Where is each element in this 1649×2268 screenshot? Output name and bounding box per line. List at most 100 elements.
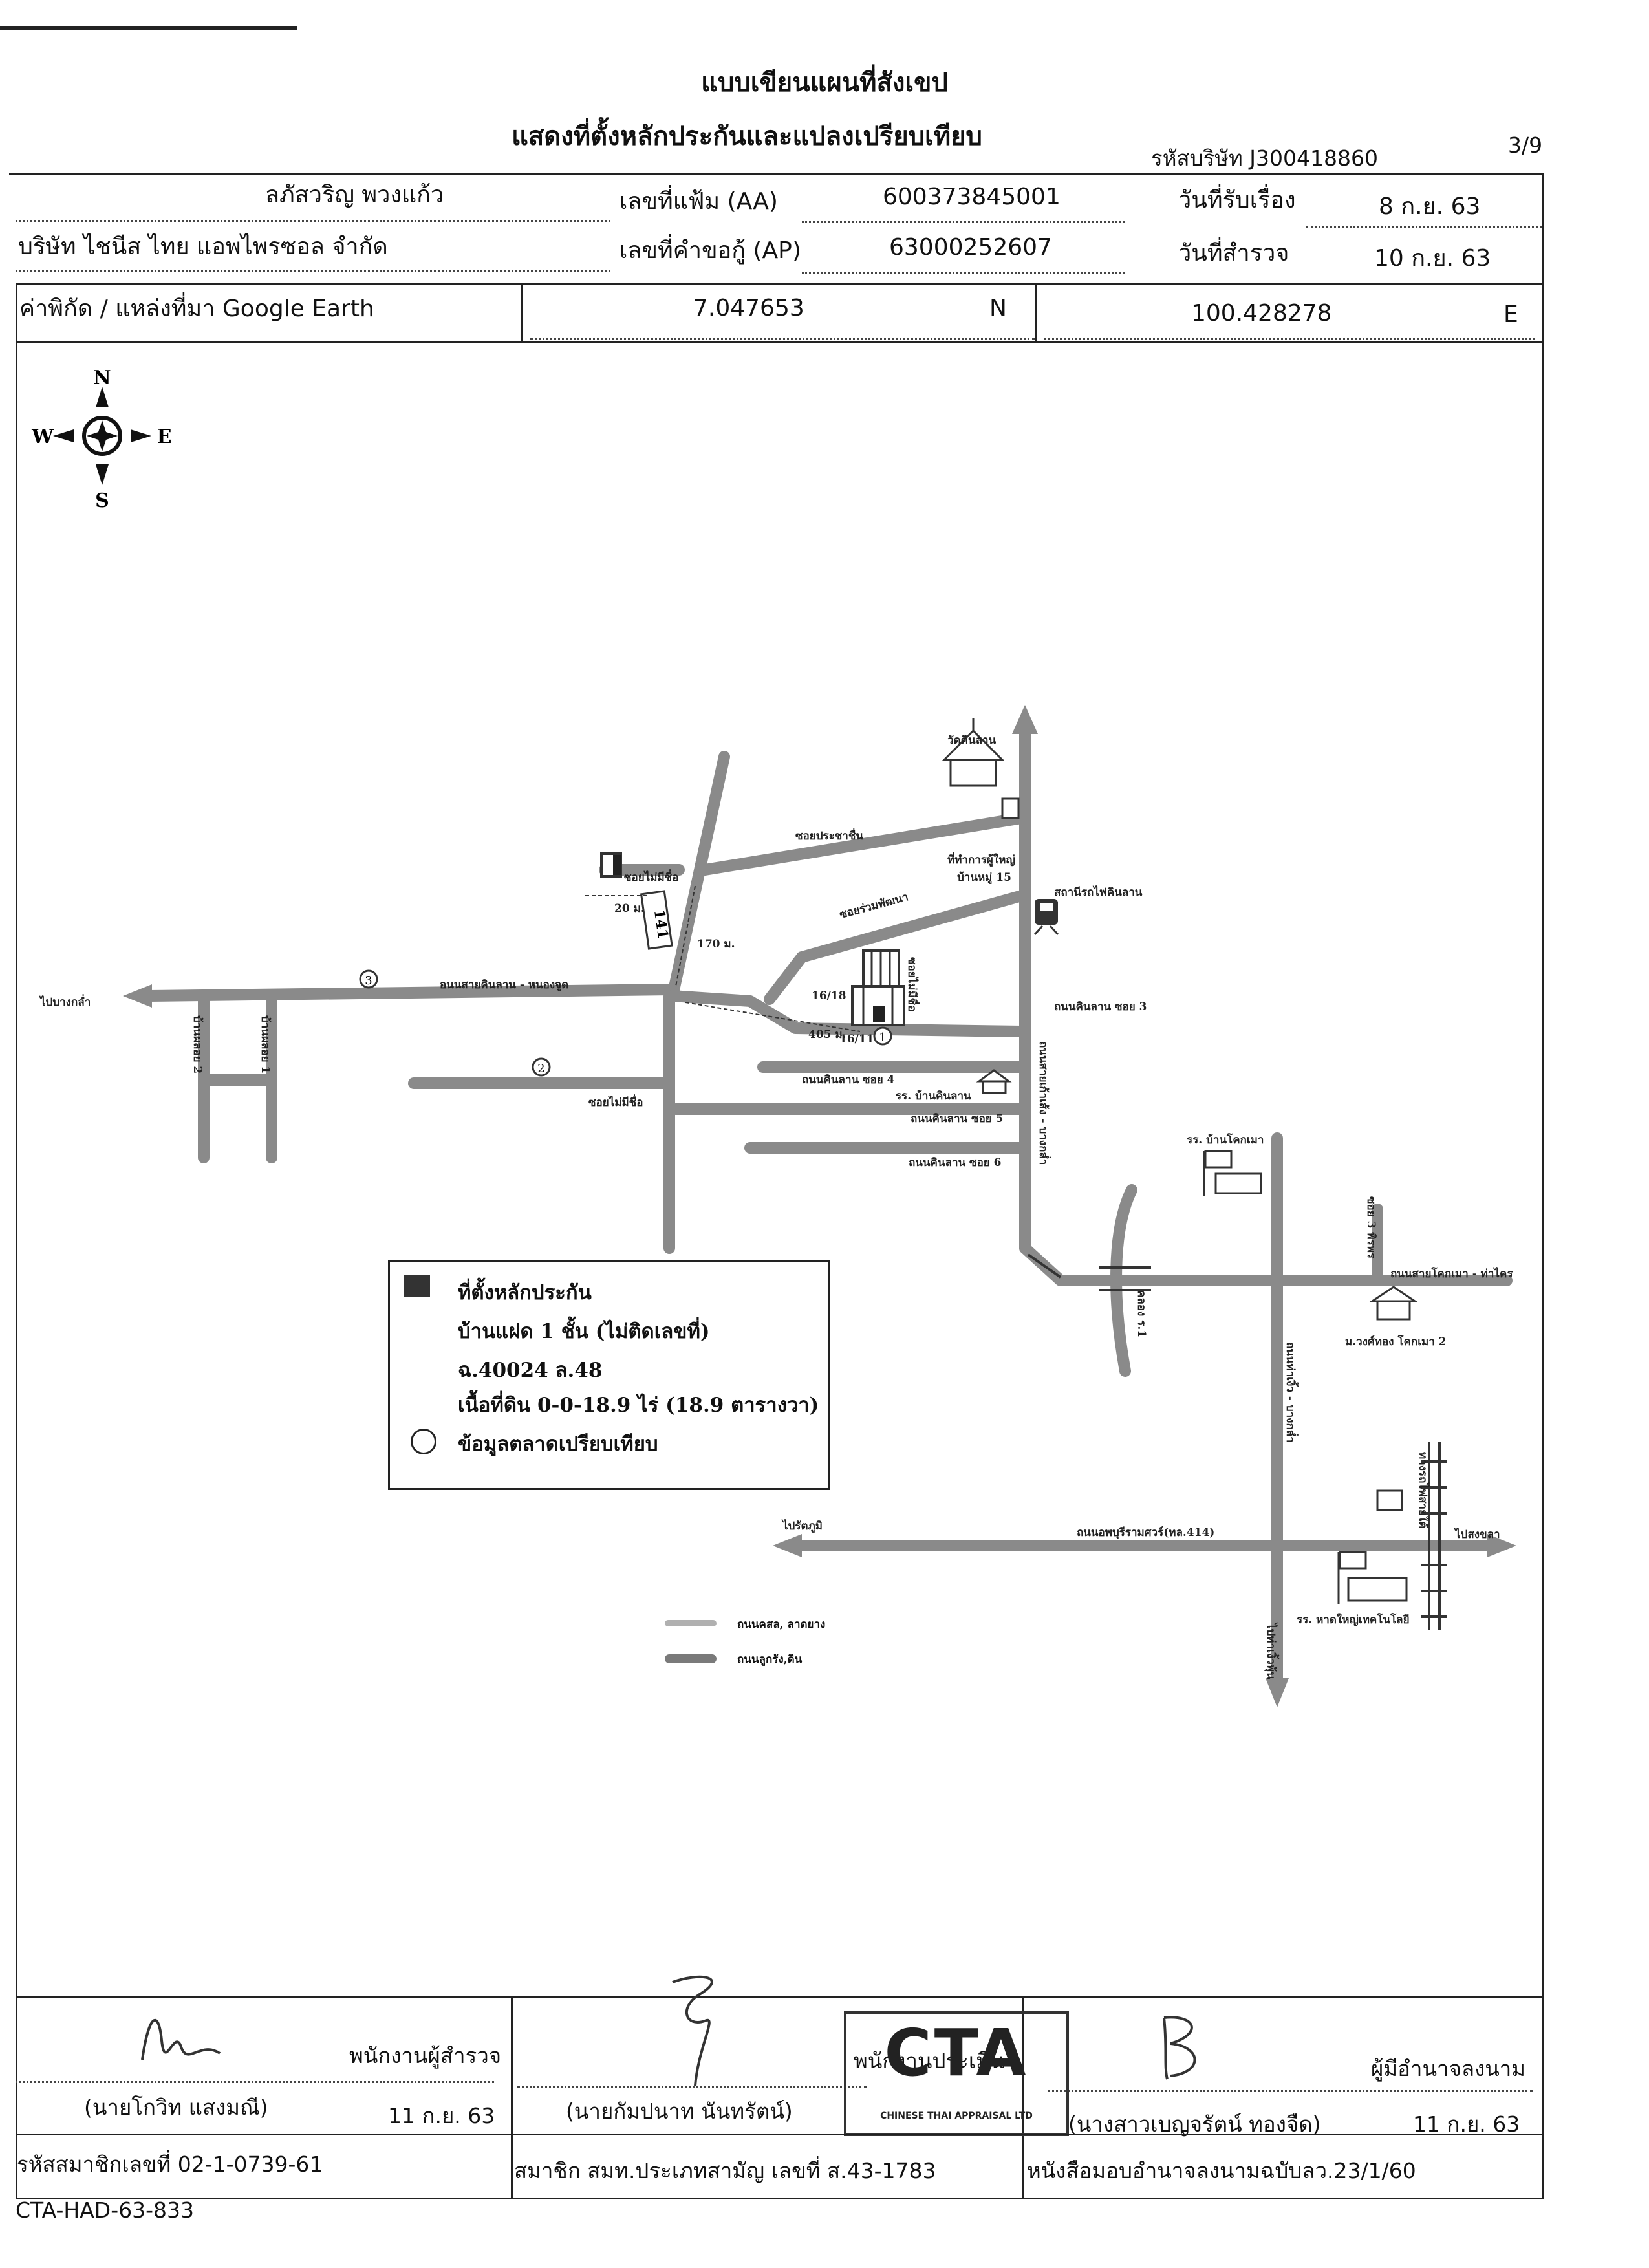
comparison-markers: 1 2 3 — [359, 969, 892, 1077]
arrow-to-bangklam — [123, 984, 152, 1008]
company-underline — [16, 270, 610, 272]
legend-collateral-title: ที่ตั้งหลักประกัน — [458, 1281, 592, 1304]
compass-s: S — [95, 490, 109, 512]
footer-divider-2 — [1022, 1996, 1024, 2198]
label-road-kinlan-soi6: ถนนคินลาน ซอย 6 — [909, 1156, 1002, 1169]
request-no-label: เลขที่คำขอกู้ (AP) — [620, 237, 801, 264]
member-code: รหัสสมาชิกเลขที่ 02-1-0739-61 — [17, 2152, 323, 2177]
comparison-marker-1 — [873, 1026, 892, 1046]
label-soi3-phiraphon: ซอย 3 พิรพร — [1364, 1196, 1377, 1259]
road-khokmamuang — [1019, 1242, 1513, 1286]
page-title-line1: แบบเขียนแผนที่สังเขป — [701, 67, 948, 98]
request-no-value: 63000252607 — [889, 234, 1052, 261]
authorizer-signature — [1163, 2016, 1196, 2080]
compass-w: W — [31, 426, 54, 448]
label-village-office: ที่ทำการผู้ใหญ่ — [947, 852, 1015, 867]
road-to-plot — [667, 990, 1028, 1037]
header-rule — [9, 173, 1544, 175]
railway-track — [1421, 1442, 1447, 1630]
road-kinlan-north — [667, 751, 730, 1002]
road-soi-ruamphatthana — [796, 890, 1028, 963]
comparison-plot-top-fill — [613, 855, 621, 875]
label-soi-2: บ้านผลอย 2 — [191, 1015, 204, 1074]
label-station: สถานีรถไฟคินลาน — [1054, 885, 1143, 899]
surveyor-name: (นายโกวิท แสงมณี) — [84, 2095, 268, 2120]
stamp-logo: CTA — [884, 2015, 1029, 2091]
school-icon-khokmamuang — [1203, 1150, 1262, 1196]
comparison-marker-3 — [359, 969, 378, 989]
lat-underline — [530, 338, 1035, 340]
evaluator-signature — [672, 1975, 713, 2086]
collateral-legend-swatch — [404, 1275, 430, 1297]
label-school-hatyai: รร. หาดใหญ่เทคโนโลยี — [1297, 1613, 1410, 1626]
comparison-marker-2 — [532, 1057, 551, 1077]
label-soi-ruamphatthana: ซอยร่วมพัฒนา — [838, 891, 910, 922]
legend-road-concrete-swatch — [665, 1620, 717, 1626]
coord-divider-1 — [521, 283, 523, 341]
label-road-kaokhao: ถนนสายเก้าเส้ง - บางกล่ำ — [1037, 1041, 1051, 1165]
plot-141 — [640, 890, 673, 950]
railway-crossing-kinlan — [1027, 1253, 1151, 1291]
label-soi-1: บ้านผลอย 1 — [259, 1015, 272, 1074]
label-soi-maimichue-plot: ซอยไม่มีชื่อ — [905, 957, 920, 1011]
arrow-to-songkhla — [1487, 1534, 1516, 1557]
request-no-underline — [802, 272, 1125, 274]
stamp-subtext: CHINESE THAI APPRAISAL LTD — [880, 2111, 1033, 2121]
association-member: สมาชิก สมท.ประเภทสามัญ เลขที่ ส.43-1783 — [514, 2158, 936, 2183]
file-no-value: 600373845001 — [883, 184, 1061, 210]
road-soi-prachachuen — [699, 812, 1028, 876]
label-plot-1611: 16/11 — [839, 1033, 874, 1046]
company-code: รหัสบริษัท J300418860 — [1151, 146, 1378, 171]
road-soi-ruamphatthana-connector — [764, 951, 808, 1005]
company-stamp: CTA CHINESE THAI APPRAISAL LTD — [844, 2011, 1069, 2136]
frame-right — [1542, 173, 1544, 2199]
evaluator-name: (นายกัมปนาท นันทรัตน์) — [566, 2099, 793, 2124]
received-date-label: วันที่รับเรื่อง — [1178, 187, 1296, 213]
label-road-kinlan-soi3: ถนนคินลาน ซอย 3 — [1054, 1000, 1147, 1013]
label-road-414: ถนนอพบุรีรามศวร์(ทล.414) — [1077, 1526, 1214, 1539]
footer-top-rule — [16, 1996, 1544, 1998]
legend-box: ที่ตั้งหลักประกัน บ้านแฝด 1 ชั้น (ไม่ติด… — [388, 1260, 830, 1490]
legend-area: เนื้อที่ดิน 0-0-18.9 ไร่ (18.9 ตารางวา) — [458, 1394, 819, 1417]
label-temple: วัดคินลาน — [947, 734, 997, 747]
coord-source-label: ค่าพิกัด / แหล่งที่มา Google Earth — [19, 296, 374, 322]
comparison-marker-3-label: 3 — [365, 974, 372, 988]
train-icon — [1033, 899, 1059, 936]
label-to-songkhla: ไปสงขลา — [1454, 1528, 1500, 1541]
surveyor-signature — [141, 2018, 221, 2060]
comparison-legend-circle — [411, 1429, 436, 1454]
footer-bottom-rule — [16, 2198, 1544, 2199]
arrow-south — [1266, 1678, 1289, 1707]
surveyor-date: 11 ก.ย. 63 — [388, 2103, 495, 2128]
label-road-kinlan-soi4: ถนนคินลาน ซอย 4 — [802, 1074, 895, 1086]
lon-underline — [1044, 338, 1535, 340]
surveyor-sign-line — [16, 2081, 494, 2083]
label-soi-prachachuen: ซอยประชาชื่น — [795, 828, 863, 843]
label-village-moo15: บ้านหมู่ 15 — [957, 871, 1011, 885]
arrow-north — [1012, 705, 1038, 734]
authorizer-sign-line — [1048, 2090, 1533, 2092]
compass-n: N — [93, 369, 111, 389]
surveyor-role: พนักงานผู้สำรวจ — [349, 2043, 502, 2068]
legend-road-concrete: ถนนคสล, ลาดยาง — [737, 1618, 826, 1631]
file-no-underline — [802, 221, 1125, 223]
label-road-khokmamuang: ถนนสายโคกเมา - ท่าไคร — [1390, 1267, 1513, 1280]
house-icon-wongtong — [1369, 1286, 1418, 1321]
label-village-wongtong: ม.วงศ์ทอง โคกเมา 2 — [1345, 1335, 1447, 1348]
survey-date-value: 10 ก.ย. 63 — [1374, 245, 1491, 272]
road-kinlan-nongjud — [143, 984, 678, 1002]
authorizer-date: 11 ก.ย. 63 — [1413, 2111, 1520, 2137]
collateral-plot — [851, 949, 905, 1026]
label-dist-20m: 20 ม. — [614, 902, 645, 915]
label-school-khokmamuang: รร. บ้านโคกเมา — [1187, 1133, 1264, 1147]
label-dist-170m: 170 ม. — [697, 938, 735, 951]
longitude-hemisphere: E — [1503, 301, 1518, 328]
file-no-label: เลขที่แฟ้ม (AA) — [620, 188, 778, 215]
label-canal-r1: คลอง ร.1 — [1135, 1290, 1148, 1337]
label-plot-1618: 16/18 — [812, 989, 846, 1002]
label-to-bangklam: ไปบางกล่ำ — [39, 994, 91, 1009]
page-title-line2: แสดงที่ตั้งหลักประกันและแปลงเปรียบเทียบ — [512, 121, 982, 151]
authorizer-role: ผู้มีอำนาจลงนาม — [1371, 2056, 1526, 2081]
footer-info-rule — [16, 2134, 1544, 2135]
